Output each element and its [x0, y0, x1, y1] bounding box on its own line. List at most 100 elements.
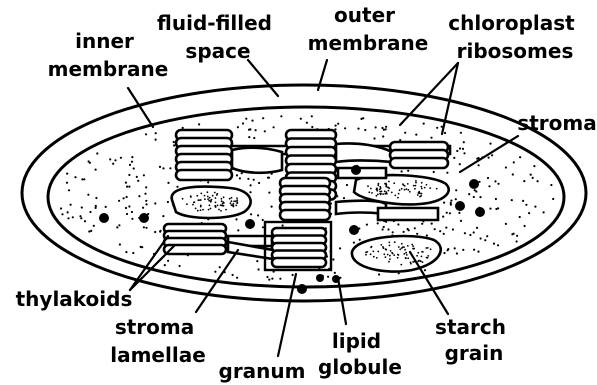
starch-dot [192, 204, 194, 206]
stroma-dot [454, 247, 456, 249]
starch-dot [368, 191, 370, 193]
starch-dot [397, 254, 399, 256]
stroma-dot [271, 206, 273, 208]
stroma-dot [433, 171, 435, 173]
stroma-dot [250, 213, 252, 215]
stroma-dot [455, 198, 457, 200]
starch-dot [420, 195, 422, 197]
starch-dot [237, 201, 239, 203]
starch-dot [410, 263, 412, 265]
starch-dot [404, 189, 406, 191]
starch-dot [365, 254, 367, 256]
starch-dot [199, 199, 201, 201]
starch-dot [223, 196, 225, 198]
thylakoid [272, 258, 326, 267]
stroma-dot [155, 139, 157, 141]
stroma-dot [446, 212, 448, 214]
stroma-dot [479, 196, 481, 198]
stroma-dot [84, 220, 86, 222]
starch-dot [182, 198, 184, 200]
stroma-dot [450, 200, 452, 202]
stroma-dot [311, 115, 313, 117]
starch-dot [412, 245, 414, 247]
stroma-dot [125, 182, 127, 184]
starch-dot [230, 202, 232, 204]
starch-dot [210, 201, 212, 203]
starch-dot [233, 200, 235, 202]
thylakoid [280, 210, 330, 220]
label-granum: granum [219, 359, 306, 383]
stroma-dot [262, 219, 264, 221]
stroma-dot [443, 233, 445, 235]
stroma-dot [137, 180, 139, 182]
stroma-dot [383, 129, 385, 131]
starch-dot [197, 199, 199, 201]
stroma-dot [488, 157, 490, 159]
stroma-dot [407, 228, 409, 230]
starch-dot [372, 251, 374, 253]
stroma-dot [95, 207, 97, 209]
stroma-dot [264, 130, 266, 132]
stroma-dot [144, 193, 146, 195]
stroma-dot [524, 225, 526, 227]
starch-dot [378, 183, 380, 185]
stroma-dot [105, 206, 107, 208]
starch-dot [200, 206, 202, 208]
stroma-dot [88, 160, 90, 162]
starch-dot [390, 250, 392, 252]
starch-dot [208, 209, 210, 211]
stroma-dot [534, 206, 536, 208]
granum-stack-lower-left [164, 224, 226, 254]
stroma-dot [141, 246, 143, 248]
stroma-dot [353, 242, 355, 244]
stroma-dot [414, 227, 416, 229]
stroma-dot [424, 269, 426, 271]
starch-dot [210, 208, 212, 210]
starch-dot [420, 186, 422, 188]
stroma-dot [292, 274, 294, 276]
stroma-dot [66, 182, 68, 184]
starch-dot [190, 196, 192, 198]
starch-dot [408, 189, 410, 191]
stroma-dot [61, 213, 63, 215]
starch-dot [416, 255, 418, 257]
stroma-dot [250, 184, 252, 186]
lipid-globule [139, 213, 149, 223]
stroma-dot [67, 211, 69, 213]
starch-dot [406, 188, 408, 190]
starch-dot [200, 209, 202, 211]
stroma-dot [133, 167, 135, 169]
stroma-dot [473, 249, 475, 251]
stroma-dot [344, 127, 346, 129]
starch-dot [376, 187, 378, 189]
starch-dot [377, 184, 379, 186]
starch-dot [421, 193, 423, 195]
starch-dot [370, 253, 372, 255]
starch-dot [407, 257, 409, 259]
starch-dot [421, 182, 423, 184]
starch-dot [417, 194, 419, 196]
starch-dot [393, 182, 395, 184]
starch-dot [211, 199, 213, 201]
stroma-dot [332, 258, 334, 260]
stroma-dot [128, 186, 130, 188]
stroma-dot [70, 204, 72, 206]
stroma-dot [72, 216, 74, 218]
stroma-dot [167, 260, 169, 262]
stroma-dot [488, 185, 490, 187]
stroma-dot [462, 148, 464, 150]
starch-dot [207, 191, 209, 193]
starch-dot [407, 245, 409, 247]
stroma-dot [207, 181, 209, 183]
starch-dot [221, 200, 223, 202]
stroma-dot [125, 251, 127, 253]
stroma-dot [81, 178, 83, 180]
stroma-dot [300, 118, 302, 120]
stroma-dot [155, 132, 157, 134]
starch-dot [379, 189, 381, 191]
stroma-dot [334, 272, 336, 274]
stroma-dot [431, 223, 433, 225]
starch-dot [208, 200, 210, 202]
label-stroma-lamellae: stroma lamellae [110, 315, 206, 367]
stroma-dot [377, 222, 379, 224]
